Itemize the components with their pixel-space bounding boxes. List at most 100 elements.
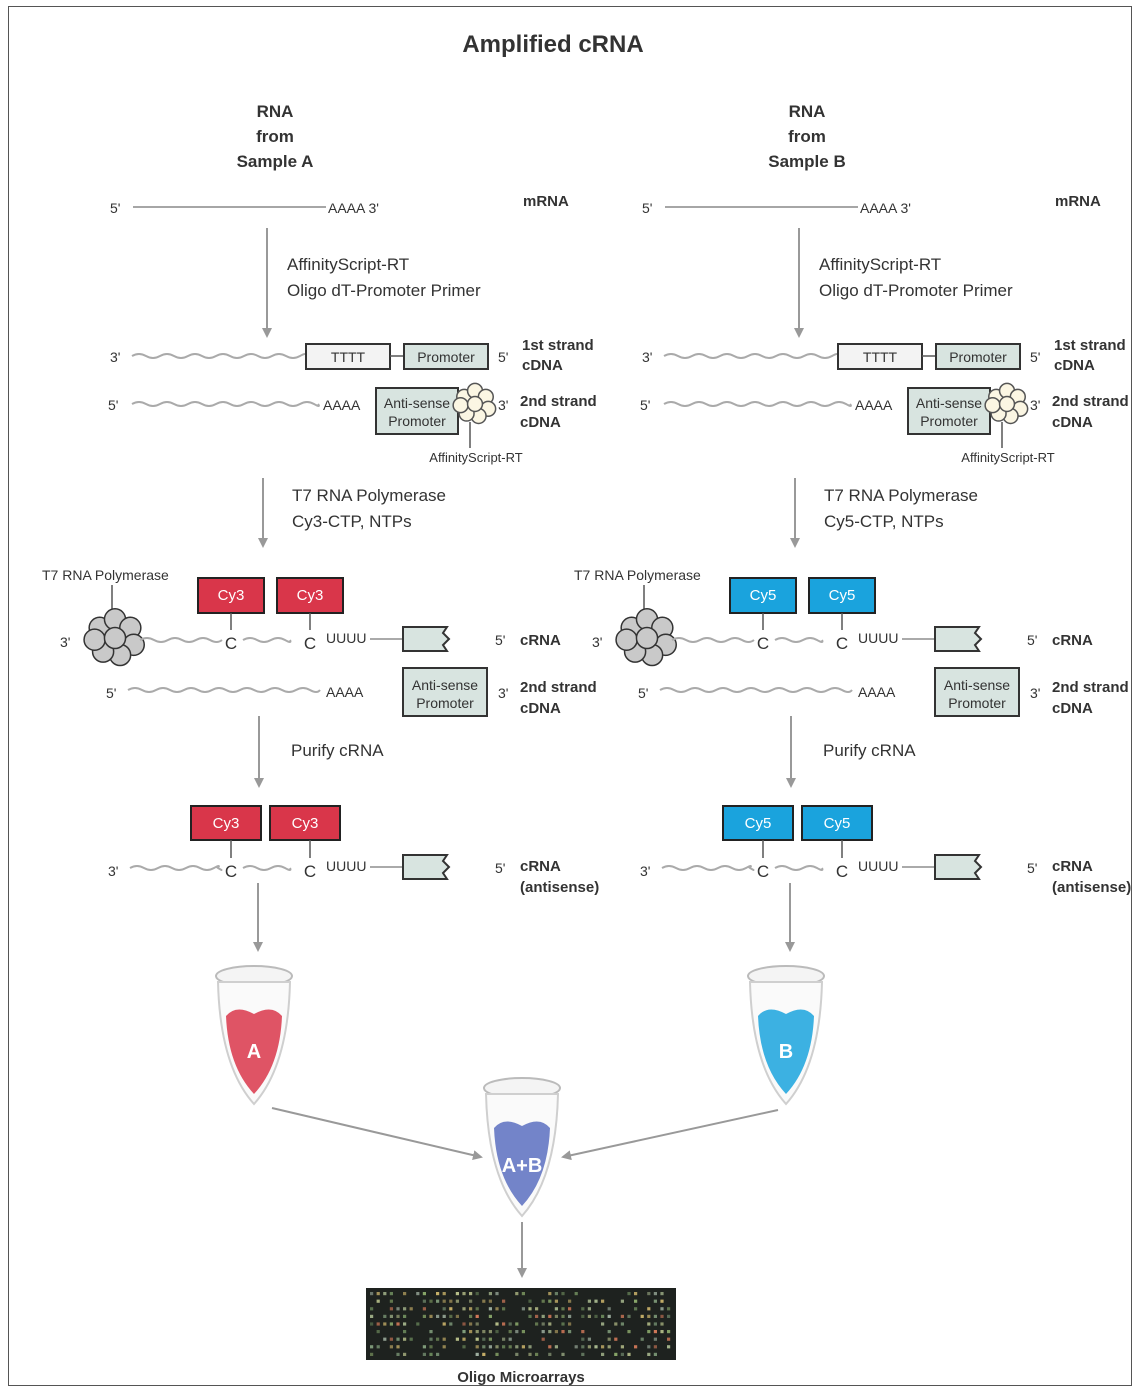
array-spot <box>647 1292 651 1296</box>
array-spot <box>396 1352 400 1356</box>
array-spot <box>515 1292 519 1296</box>
array-spot <box>455 1292 459 1296</box>
array-spot <box>653 1345 657 1349</box>
array-spot <box>370 1322 374 1326</box>
dye-label: Cy3 <box>297 587 324 604</box>
first-strand-label: cDNA <box>522 357 563 374</box>
antisense-promoter-label: Anti-sense <box>916 395 982 411</box>
three-prime-label: 3' <box>108 863 118 879</box>
array-spot <box>488 1337 492 1341</box>
array-spot <box>376 1330 380 1334</box>
five-prime-label: 5' <box>495 632 505 648</box>
array-spot <box>587 1299 591 1303</box>
array-spot <box>436 1337 440 1341</box>
array-spot <box>482 1345 486 1349</box>
sample-heading-line: from <box>256 127 294 146</box>
array-spot <box>587 1337 591 1341</box>
three-prime-label: 3' <box>642 349 652 365</box>
array-spot <box>475 1322 479 1326</box>
array-spot <box>495 1345 499 1349</box>
array-spot <box>521 1292 525 1296</box>
step-label-nucleotides: Cy3-CTP, NTPs <box>292 512 412 531</box>
sample-heading-line: from <box>788 127 826 146</box>
array-spot <box>409 1307 413 1311</box>
array-spot <box>660 1292 664 1296</box>
crna-wave <box>671 637 755 643</box>
dye-label-box <box>808 577 876 614</box>
array-spot <box>574 1345 578 1349</box>
array-spot <box>601 1345 605 1349</box>
step-label-purify: Purify cRNA <box>291 741 384 760</box>
array-spot <box>581 1307 585 1311</box>
array-spot <box>667 1345 671 1349</box>
array-spot <box>429 1352 433 1356</box>
crna-end-box <box>934 626 983 652</box>
array-spot <box>429 1299 433 1303</box>
crna-end-box <box>934 854 983 880</box>
array-spot <box>561 1314 565 1318</box>
array-spot <box>535 1314 539 1318</box>
subunit-circle <box>615 628 638 651</box>
crna-wave <box>774 637 824 643</box>
crna-wave <box>242 637 292 643</box>
array-spot <box>370 1307 374 1311</box>
first-strand-label: cDNA <box>1054 357 1095 374</box>
array-spot <box>416 1322 420 1326</box>
array-spot <box>403 1330 407 1334</box>
array-spot <box>653 1330 657 1334</box>
antisense-promoter-label: Promoter <box>948 695 1006 711</box>
array-spot <box>561 1307 565 1311</box>
array-spot <box>528 1345 532 1349</box>
array-spot <box>455 1337 459 1341</box>
crna-label: cRNA <box>520 632 561 649</box>
cytidine-label: C <box>225 634 237 653</box>
array-spot <box>462 1292 466 1296</box>
array-spot <box>469 1307 473 1311</box>
array-spot <box>554 1307 558 1311</box>
array-spot <box>455 1314 459 1318</box>
cytidine-label: C <box>836 862 848 881</box>
mixed-tube-label: A+B <box>502 1155 543 1177</box>
array-spot <box>647 1352 651 1356</box>
array-spot <box>436 1299 440 1303</box>
array-spot <box>528 1307 532 1311</box>
array-spot <box>607 1330 611 1334</box>
five-prime-label: 5' <box>106 685 116 701</box>
array-spot <box>660 1299 664 1303</box>
array-spot <box>376 1299 380 1303</box>
subunit-circle <box>984 397 1001 414</box>
polyt-label: TTTT <box>331 349 366 365</box>
second-strand-label: cDNA <box>520 414 561 431</box>
second-strand-wave <box>659 687 853 693</box>
array-spot <box>581 1330 585 1334</box>
array-spot <box>469 1330 473 1334</box>
array-spot <box>548 1345 552 1349</box>
array-spot <box>581 1352 585 1356</box>
array-spot <box>554 1314 558 1318</box>
array-spot <box>416 1292 420 1296</box>
three-prime-label: 3' <box>60 634 70 650</box>
array-spot <box>488 1292 492 1296</box>
array-spot <box>554 1299 558 1303</box>
array-spot <box>469 1299 473 1303</box>
array-spot <box>620 1314 624 1318</box>
array-spot <box>601 1322 605 1326</box>
second-strand-label: 2nd strand <box>520 679 597 696</box>
array-spot <box>422 1352 426 1356</box>
array-spot <box>376 1292 380 1296</box>
array-spot <box>548 1352 552 1356</box>
array-spot <box>601 1299 605 1303</box>
array-spot <box>515 1322 519 1326</box>
three-prime-label: 3' <box>498 397 508 413</box>
subunit-circle <box>103 626 127 650</box>
array-spot <box>548 1299 552 1303</box>
array-spot <box>475 1337 479 1341</box>
sample-heading-line: Sample B <box>768 152 845 171</box>
array-spot <box>535 1307 539 1311</box>
tube-letter: A <box>247 1041 261 1063</box>
array-spot <box>561 1292 565 1296</box>
rt-enzyme-label: AffinityScript-RT <box>961 450 1054 465</box>
array-spot <box>561 1322 565 1326</box>
array-spot <box>462 1322 466 1326</box>
array-spot <box>515 1345 519 1349</box>
